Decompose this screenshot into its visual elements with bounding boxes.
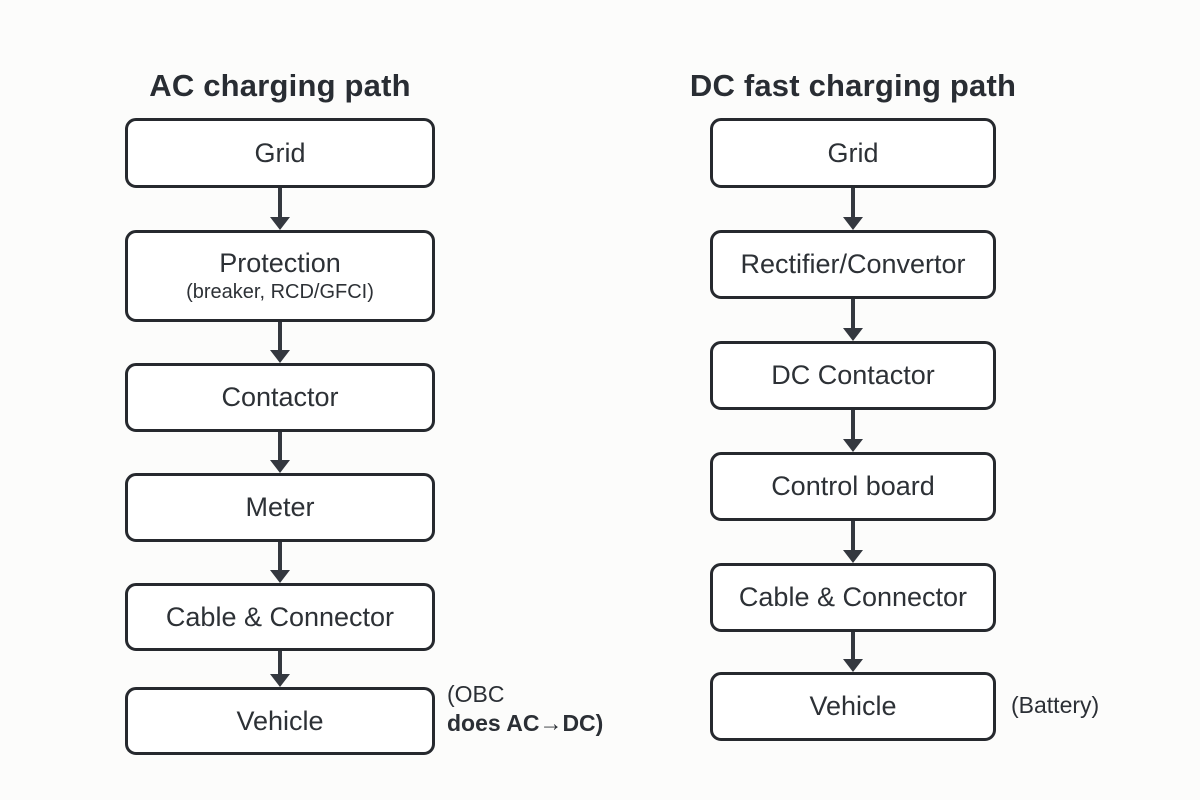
arrow-shaft: [851, 299, 855, 328]
arrow-shaft: [278, 651, 282, 674]
ac-node-cable-connector: Cable & Connector: [125, 583, 435, 651]
flow-arrow: [843, 188, 863, 230]
node-label: Protection: [219, 248, 341, 278]
ac-node-grid: Grid: [125, 118, 435, 188]
node-label: Meter: [245, 492, 315, 522]
annotation-line: (OBC: [447, 681, 505, 707]
flow-arrow: [843, 410, 863, 452]
arrow-head-icon: [270, 674, 290, 687]
node-label: Vehicle: [236, 705, 324, 736]
ac-charging-path-column: AC charging path Grid Protection (breake…: [125, 0, 603, 800]
arrow-shaft: [851, 632, 855, 659]
node-label: Rectifier/Convertor: [740, 249, 966, 279]
arrow-head-icon: [843, 550, 863, 563]
arrow-head-icon: [843, 439, 863, 452]
flow-arrow: [270, 432, 290, 473]
flow-arrow: [843, 299, 863, 341]
flow-arrow: [270, 651, 290, 687]
node-label: Grid: [254, 137, 306, 168]
arrow-head-icon: [270, 460, 290, 473]
ac-node-protection: Protection (breaker, RCD/GFCI): [125, 230, 435, 322]
flow-arrow: [270, 322, 290, 363]
annotation-line: does AC→DC): [447, 709, 604, 736]
arrow-shaft: [278, 188, 282, 217]
dc-node-cable-connector: Cable & Connector: [710, 563, 996, 632]
node-label: Vehicle: [809, 691, 897, 721]
ac-vehicle-annotation: (OBC does AC→DC): [447, 680, 603, 738]
dc-node-grid: Grid: [710, 118, 996, 188]
node-label: Control board: [771, 471, 935, 501]
dc-node-rectifier-convertor: Rectifier/Convertor: [710, 230, 996, 299]
ac-node-contactor: Contactor: [125, 363, 435, 432]
ac-node-vehicle: Vehicle: [125, 687, 435, 755]
flow-arrow: [843, 521, 863, 563]
arrow-head-icon: [270, 217, 290, 230]
ac-node-meter: Meter: [125, 473, 435, 542]
node-label: Cable & Connector: [165, 601, 395, 632]
arrow-shaft: [278, 322, 282, 350]
annotation-line: (Battery): [1011, 692, 1100, 718]
flow-arrow: [843, 632, 863, 672]
node-sublabel: (breaker, RCD/GFCI): [186, 281, 374, 303]
dc-vehicle-annotation: (Battery): [1011, 691, 1099, 720]
dc-fast-charging-path-column: DC fast charging path Grid Rectifier/Con…: [690, 0, 1099, 800]
dc-node-dc-contactor: DC Contactor: [710, 341, 996, 410]
arrow-head-icon: [270, 350, 290, 363]
node-label: Contactor: [221, 382, 339, 412]
ac-path-title: AC charging path: [149, 67, 411, 103]
node-label: Grid: [827, 137, 879, 168]
arrow-head-icon: [843, 659, 863, 672]
node-label: Cable & Connector: [738, 582, 968, 612]
arrow-shaft: [851, 410, 855, 439]
dc-node-vehicle: Vehicle: [710, 672, 996, 741]
flow-arrow: [270, 542, 290, 583]
flow-arrow: [270, 188, 290, 230]
dc-node-control-board: Control board: [710, 452, 996, 521]
arrow-shaft: [278, 432, 282, 460]
arrow-head-icon: [843, 217, 863, 230]
arrow-head-icon: [843, 328, 863, 341]
arrow-head-icon: [270, 570, 290, 583]
arrow-shaft: [851, 521, 855, 550]
arrow-shaft: [278, 542, 282, 570]
node-label: DC Contactor: [771, 360, 935, 390]
arrow-shaft: [851, 188, 855, 217]
dc-path-title: DC fast charging path: [689, 67, 1017, 103]
